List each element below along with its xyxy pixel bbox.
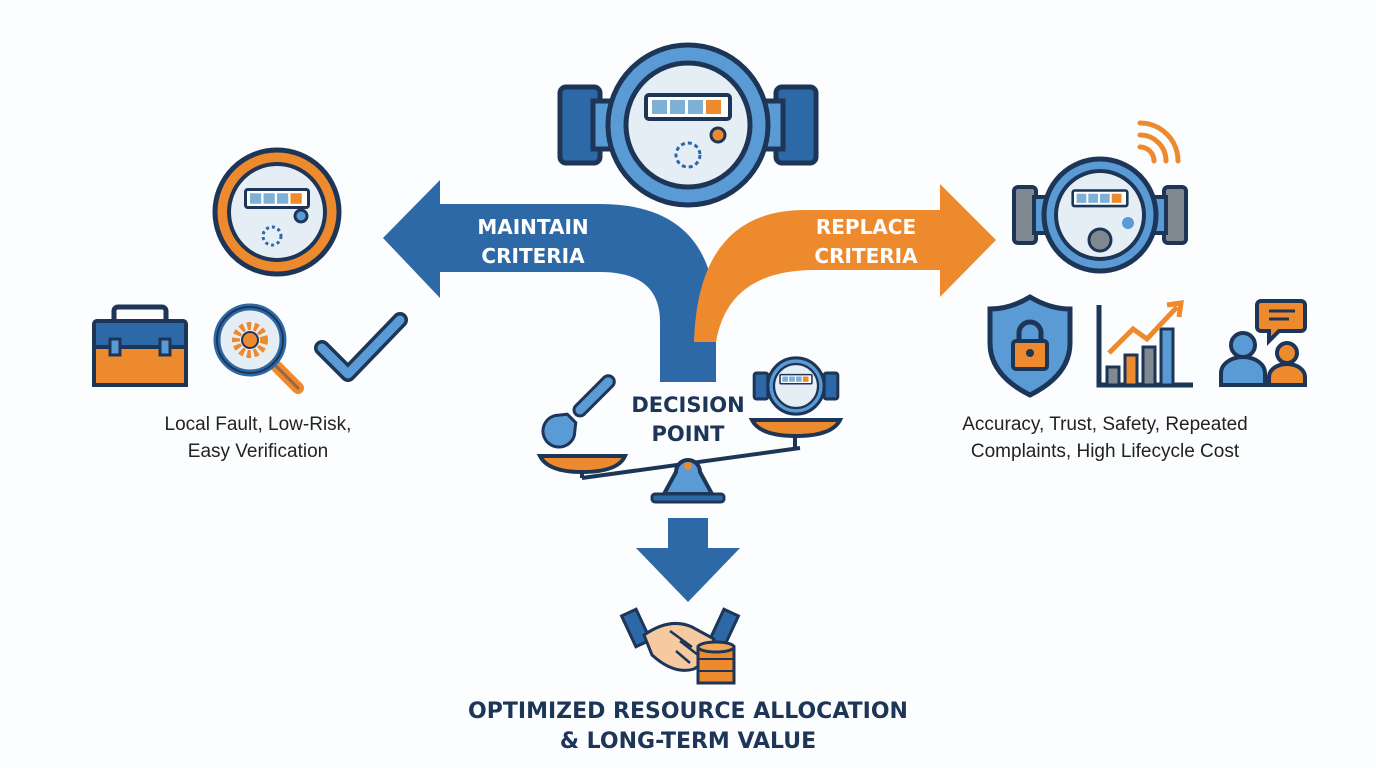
decision-label-line2: POINT — [652, 422, 726, 446]
outcome-line2: & LONG-TERM VALUE — [560, 729, 816, 754]
smart-meter-icon — [1012, 120, 1188, 274]
replace-caption-line2: Complaints, High Lifecycle Cost — [971, 441, 1240, 462]
toolbox-icon — [92, 304, 188, 387]
small-meter-icon — [752, 356, 840, 416]
people-chat-icon — [1219, 299, 1307, 387]
maintain-caption-line1: Local Fault, Low-Risk, — [165, 414, 352, 435]
old-meter-icon — [212, 147, 342, 277]
checkmark-icon — [314, 312, 408, 382]
wireless-signal-icon — [1137, 120, 1181, 164]
replace-caption-line1: Accuracy, Trust, Safety, Repeated — [962, 414, 1247, 435]
replace-label-line1: REPLACE — [816, 215, 916, 239]
decision-label-line1: DECISION — [631, 393, 744, 417]
coin-stack — [696, 640, 736, 685]
water-meter-icon — [557, 42, 819, 208]
wrench-icon — [541, 374, 616, 449]
down-arrow — [636, 518, 740, 602]
shield-lock-icon — [987, 294, 1073, 398]
rising-chart-icon — [1096, 300, 1193, 388]
magnifier-gear-icon — [213, 303, 304, 394]
maintain-arrow: MAINTAIN CRITERIA — [383, 180, 716, 382]
replace-arrow: REPLACE CRITERIA — [694, 184, 996, 342]
maintain-label-line1: MAINTAIN — [477, 215, 588, 239]
balance-scale-icon — [536, 418, 844, 504]
handshake-coins-icon — [619, 607, 741, 685]
maintain-label-line2: CRITERIA — [481, 244, 585, 268]
replace-label-line2: CRITERIA — [814, 244, 918, 268]
outcome-line1: OPTIMIZED RESOURCE ALLOCATION — [468, 699, 908, 724]
maintain-caption-line2: Easy Verification — [188, 441, 328, 462]
